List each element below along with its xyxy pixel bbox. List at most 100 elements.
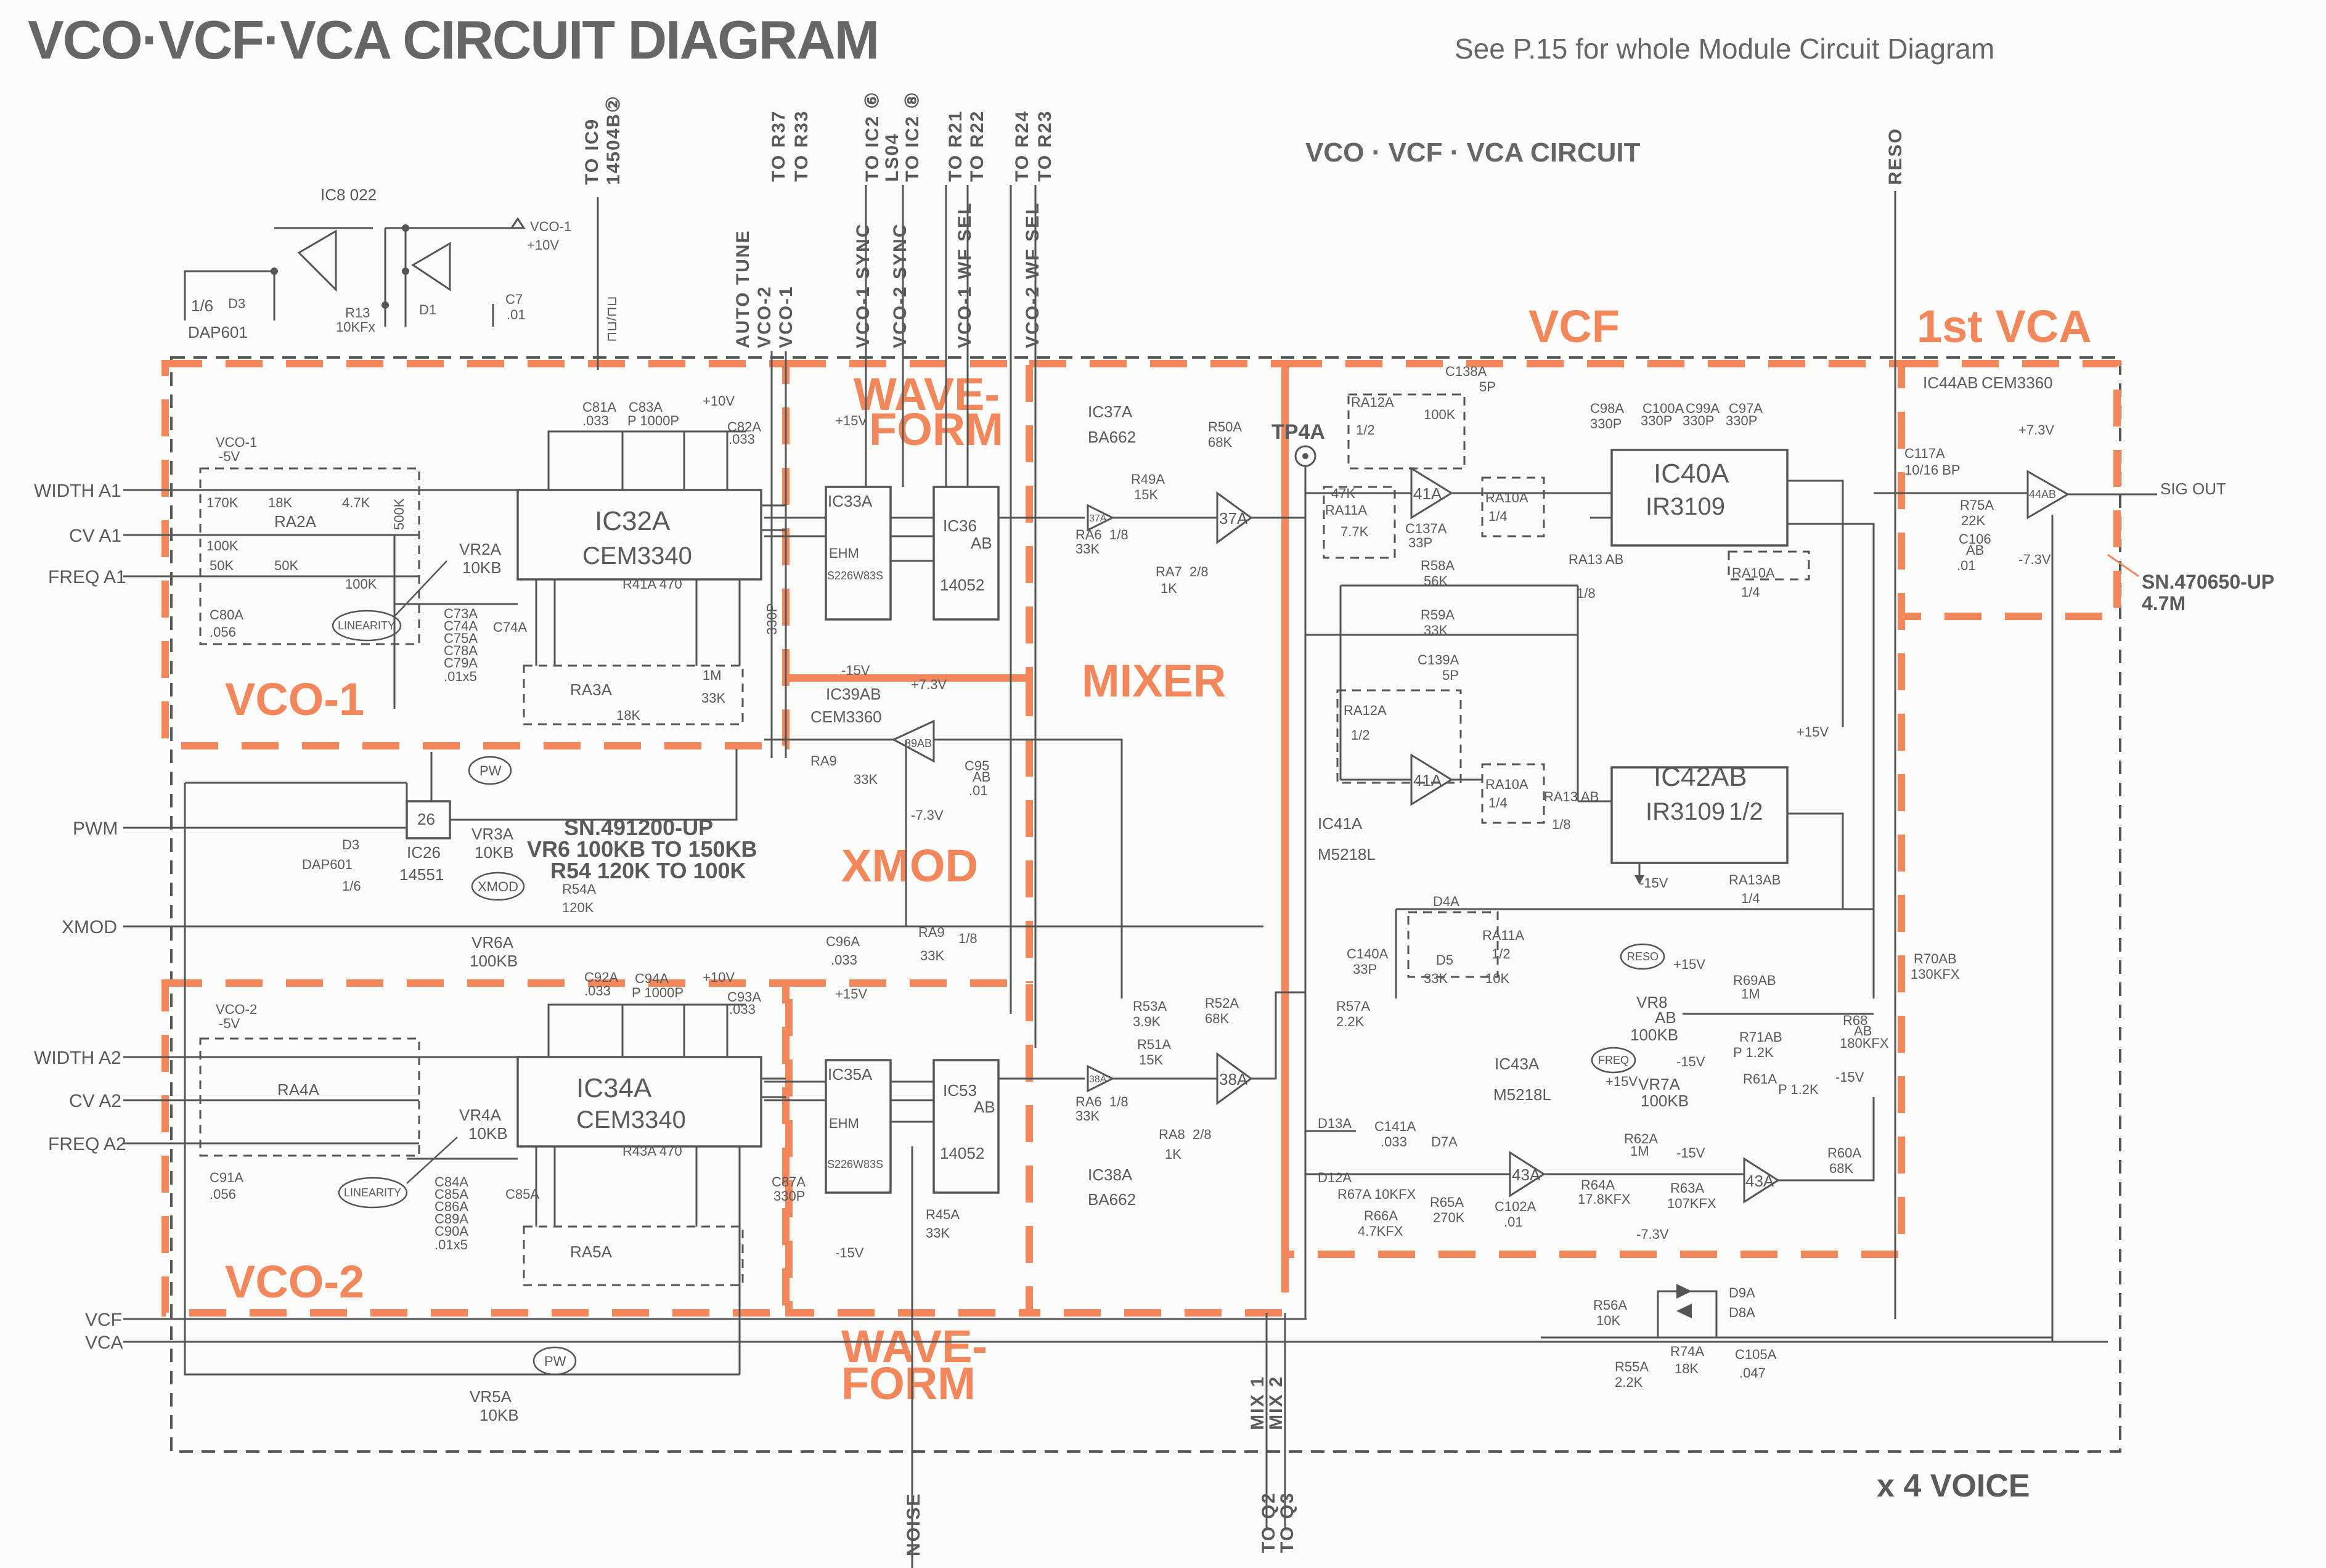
component-label: 120K xyxy=(562,900,594,915)
ra11a-network-2 xyxy=(1407,911,1499,978)
component-label: 100K xyxy=(345,576,377,592)
component-label: VCO-1 xyxy=(216,435,257,450)
component-label: 130KFX xyxy=(1911,966,1960,982)
component-label: C83A xyxy=(629,399,663,415)
component-label: CEM3340 xyxy=(576,1106,686,1133)
component-label: C91A xyxy=(210,1170,243,1185)
sn-note-4-7m: 4.7M xyxy=(2142,592,2185,615)
component-label: 1K xyxy=(1165,1146,1181,1162)
component-label: RA12A xyxy=(1351,394,1394,410)
vco1-caps-list: C73A C74A C75A C78A C79A .01x5 xyxy=(444,606,478,684)
page-title: VCO·VCF·VCA CIRCUIT DIAGRAM xyxy=(28,9,878,70)
ic33a-chip xyxy=(825,486,892,621)
top-label-vco1-sync: VCO-1 SYNC xyxy=(853,223,873,348)
component-label: 180KFX xyxy=(1840,1035,1889,1051)
component-label: 10KB xyxy=(468,1124,508,1143)
component-label: +15V xyxy=(1606,1074,1638,1089)
component-label: RA13AB xyxy=(1729,872,1781,888)
component-label: RA13 AB xyxy=(1569,552,1623,567)
component-label: R54A xyxy=(562,881,596,897)
component-label: C102A xyxy=(1495,1199,1536,1214)
component-label: 50K xyxy=(274,558,298,573)
component-label: IC44AB xyxy=(1923,374,1978,392)
component-label: C138A xyxy=(1445,364,1487,379)
component-label: C99A xyxy=(1686,401,1720,416)
component-label: 38A xyxy=(1089,1074,1107,1085)
component-label: R62A xyxy=(1624,1131,1658,1146)
component-label: 43A xyxy=(1745,1172,1774,1190)
input-width-a2: WIDTH A2 xyxy=(34,1048,121,1068)
ra12a-network-2 xyxy=(1336,689,1462,784)
component-label: 17.8KFX xyxy=(1578,1191,1631,1207)
component-label: 1/8 xyxy=(1552,817,1571,832)
component-label: 14052 xyxy=(940,1144,984,1162)
component-label: R67A 10KFX xyxy=(1337,1186,1416,1202)
component-label: 10K xyxy=(1596,1313,1620,1328)
component-label: IC34A xyxy=(576,1073,652,1103)
component-label: C97A xyxy=(1729,401,1763,416)
top-label-14504b: 14504B② xyxy=(603,95,624,185)
ra12a-network-1 xyxy=(1347,393,1466,470)
component-label: D12A xyxy=(1318,1170,1352,1185)
component-label: RA10A xyxy=(1485,777,1528,792)
voice-count: x 4 VOICE xyxy=(1877,1468,2030,1504)
ra10a-network-2 xyxy=(1481,763,1545,824)
sn-note-470650: SN.470650-UP xyxy=(2142,571,2274,593)
vca1-boundary xyxy=(1901,360,2121,620)
component-label: IC53 xyxy=(943,1081,977,1100)
component-label: 14551 xyxy=(399,865,444,884)
component-label: 39AB xyxy=(905,737,932,749)
component-label: D3 xyxy=(228,296,245,311)
component-label: RA8 xyxy=(1159,1127,1185,1142)
component-label: R60A xyxy=(1827,1145,1861,1161)
component-label: R68 xyxy=(1843,1013,1867,1028)
component-label: 3.9K xyxy=(1133,1014,1161,1029)
section-vcf: VCF xyxy=(1528,301,1620,352)
component-label: .033 xyxy=(584,983,611,998)
xmod-block: IC39AB CEM3360 39AB +7.3V -7.3V RA9 33K … xyxy=(764,677,1123,998)
component-label: .033 xyxy=(1381,1134,1407,1149)
component-label: C74A xyxy=(444,618,478,634)
component-label: R58A xyxy=(1421,558,1455,573)
component-label: RA10A xyxy=(1732,565,1775,581)
component-label: 10KB xyxy=(462,558,502,577)
component-label: 68K xyxy=(1205,1011,1229,1026)
component-label: IC32A xyxy=(595,506,671,536)
component-label: 10KFx xyxy=(336,319,375,335)
component-label: S226W83S xyxy=(827,1158,883,1170)
top-label-to-ic2-6: TO IC2 ⑥ xyxy=(862,91,883,182)
top-label-to-r33: TO R33 xyxy=(791,110,812,182)
ic36-chip xyxy=(932,486,1000,621)
component-label: DAP601 xyxy=(302,857,353,872)
component-label: .01 xyxy=(1957,558,1976,573)
ic40a-chip xyxy=(1610,449,1789,547)
vco1-block: IC32A CEM3340 RA2A 170K 18K 4.7K 500K 10… xyxy=(197,393,786,725)
component-label: IC37A xyxy=(1088,402,1133,421)
input-xmod: XMOD xyxy=(62,917,117,937)
component-label: 270K xyxy=(1433,1210,1465,1225)
input-vca: VCA xyxy=(85,1333,123,1353)
component-label: RA2A xyxy=(274,512,317,531)
top-label-vco2-wf-sel: VCO-2 WF SEL xyxy=(1022,202,1043,348)
component-label: C80A xyxy=(210,607,243,623)
component-label: P 1.2K xyxy=(1778,1082,1819,1097)
component-label: RA12A xyxy=(1344,703,1387,718)
top-label-to-ic9: TO IC9 xyxy=(582,118,602,185)
component-label: -7.3V xyxy=(1636,1227,1669,1242)
component-label: EHM xyxy=(829,545,859,561)
input-freq-a1: FREQ A1 xyxy=(48,567,126,587)
sig-out-label: SIG OUT xyxy=(2160,480,2226,498)
component-label: +10V xyxy=(703,393,735,409)
top-connection-lines xyxy=(597,185,1896,1319)
component-label: VR4A xyxy=(459,1106,502,1124)
ra3a-network xyxy=(523,664,744,725)
component-label: 2.2K xyxy=(1336,1014,1365,1029)
component-label: XMOD xyxy=(478,879,518,894)
top-label-vco1-wf-sel: VCO-1 WF SEL xyxy=(955,202,975,348)
component-label: RA3A xyxy=(570,680,613,699)
component-label: R52A xyxy=(1205,995,1239,1011)
component-label: R43A 470 xyxy=(622,1143,682,1159)
component-label: -7.3V xyxy=(2018,552,2051,567)
component-label: R59A xyxy=(1421,607,1455,623)
component-label: 1/2 xyxy=(1729,798,1763,825)
